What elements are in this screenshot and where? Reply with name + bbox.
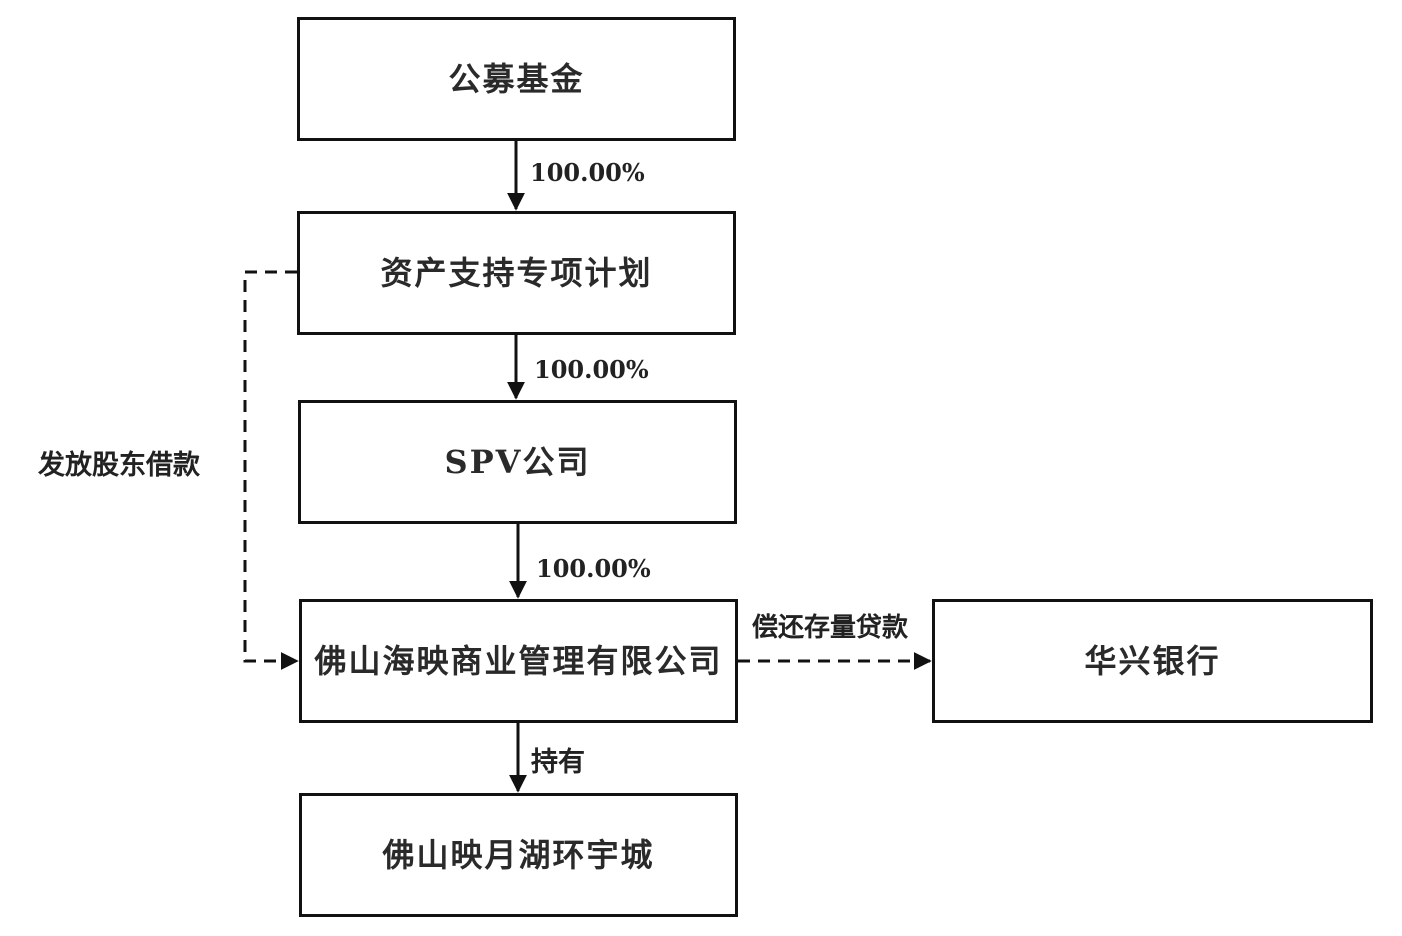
edge-label-abs-to-spv: 100.00%: [534, 355, 649, 384]
node-abs-plan: 资产支持专项计划: [297, 211, 736, 335]
edge-label-repay-loan: 偿还存量贷款: [752, 613, 909, 643]
node-public-fund-label: 公募基金: [448, 59, 585, 98]
node-bank-label: 华兴银行: [1084, 641, 1221, 680]
edge-label-fund-to-abs: 100.00%: [530, 158, 645, 187]
node-spv-company-label: SPV公司: [444, 442, 591, 481]
edge-label-shareholder-loan: 发放股东借款: [38, 450, 200, 481]
dashed-arrow-shareholder-loan: [243, 270, 299, 670]
node-management-company-label: 佛山海映商业管理有限公司: [314, 641, 723, 680]
node-property-label: 佛山映月湖环宇城: [382, 835, 655, 874]
node-spv-company: SPV公司: [298, 400, 737, 524]
node-abs-plan-label: 资产支持专项计划: [380, 253, 653, 292]
node-management-company: 佛山海映商业管理有限公司: [299, 599, 738, 723]
node-property: 佛山映月湖环宇城: [299, 793, 738, 917]
edge-label-spv-to-mgmt: 100.00%: [536, 554, 651, 583]
node-bank: 华兴银行: [932, 599, 1373, 723]
node-public-fund: 公募基金: [297, 17, 736, 141]
edge-label-hold: 持有: [531, 747, 585, 778]
